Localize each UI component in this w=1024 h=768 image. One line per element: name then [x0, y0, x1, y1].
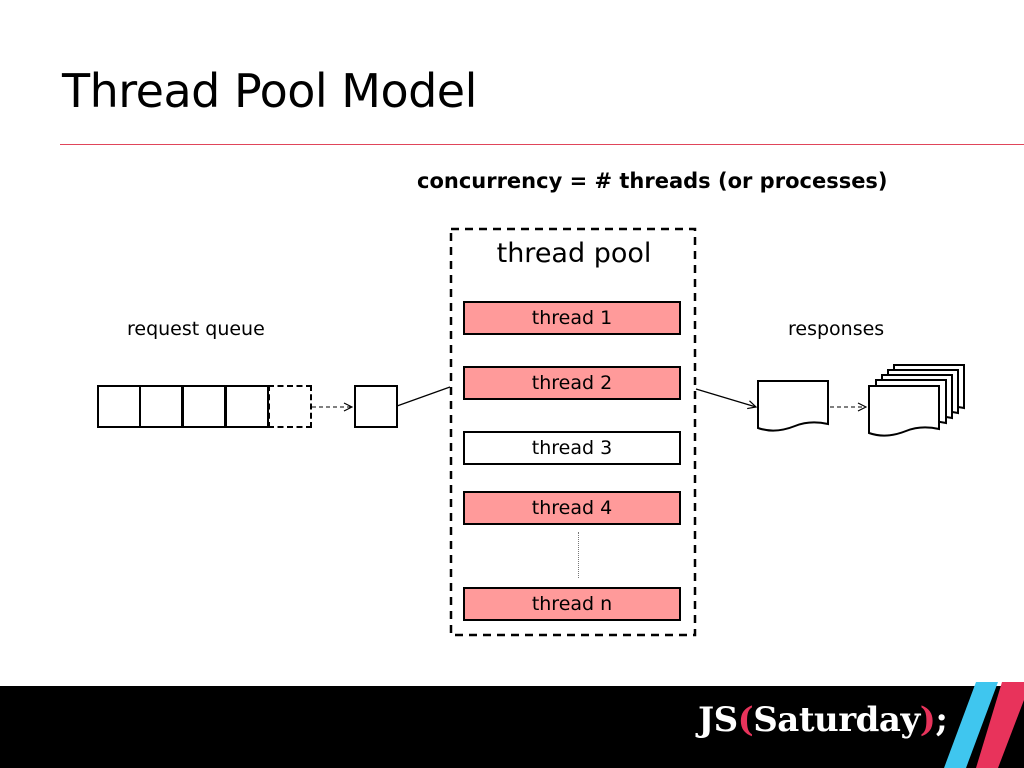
thread-2: thread 2: [463, 366, 681, 400]
thread-pool-label: thread pool: [496, 238, 652, 269]
thread-pool-border: [449, 227, 697, 637]
thread-ellipsis-line: [578, 532, 579, 578]
response-document-icon: [757, 380, 829, 432]
request-to-thread-line: [396, 386, 451, 407]
response-stack-icon: [868, 364, 965, 437]
slide-title: Thread Pool Model: [62, 64, 477, 118]
thread-1: thread 1: [463, 301, 681, 335]
thread-n: thread n: [463, 587, 681, 621]
title-divider: [60, 144, 1024, 145]
thread-to-response-arrow: [695, 388, 756, 407]
request-queue-label: request queue: [127, 318, 265, 340]
queue-incoming-cell: [268, 385, 312, 428]
footer-bar: [0, 686, 1024, 768]
concurrency-caption: concurrency = # threads (or processes): [417, 169, 888, 193]
responses-label: responses: [788, 318, 885, 340]
dequeued-request: [354, 385, 398, 428]
thread-4: thread 4: [463, 491, 681, 525]
jssaturday-logo: JS(Saturday);: [698, 700, 948, 740]
thread-3: thread 3: [463, 431, 681, 465]
